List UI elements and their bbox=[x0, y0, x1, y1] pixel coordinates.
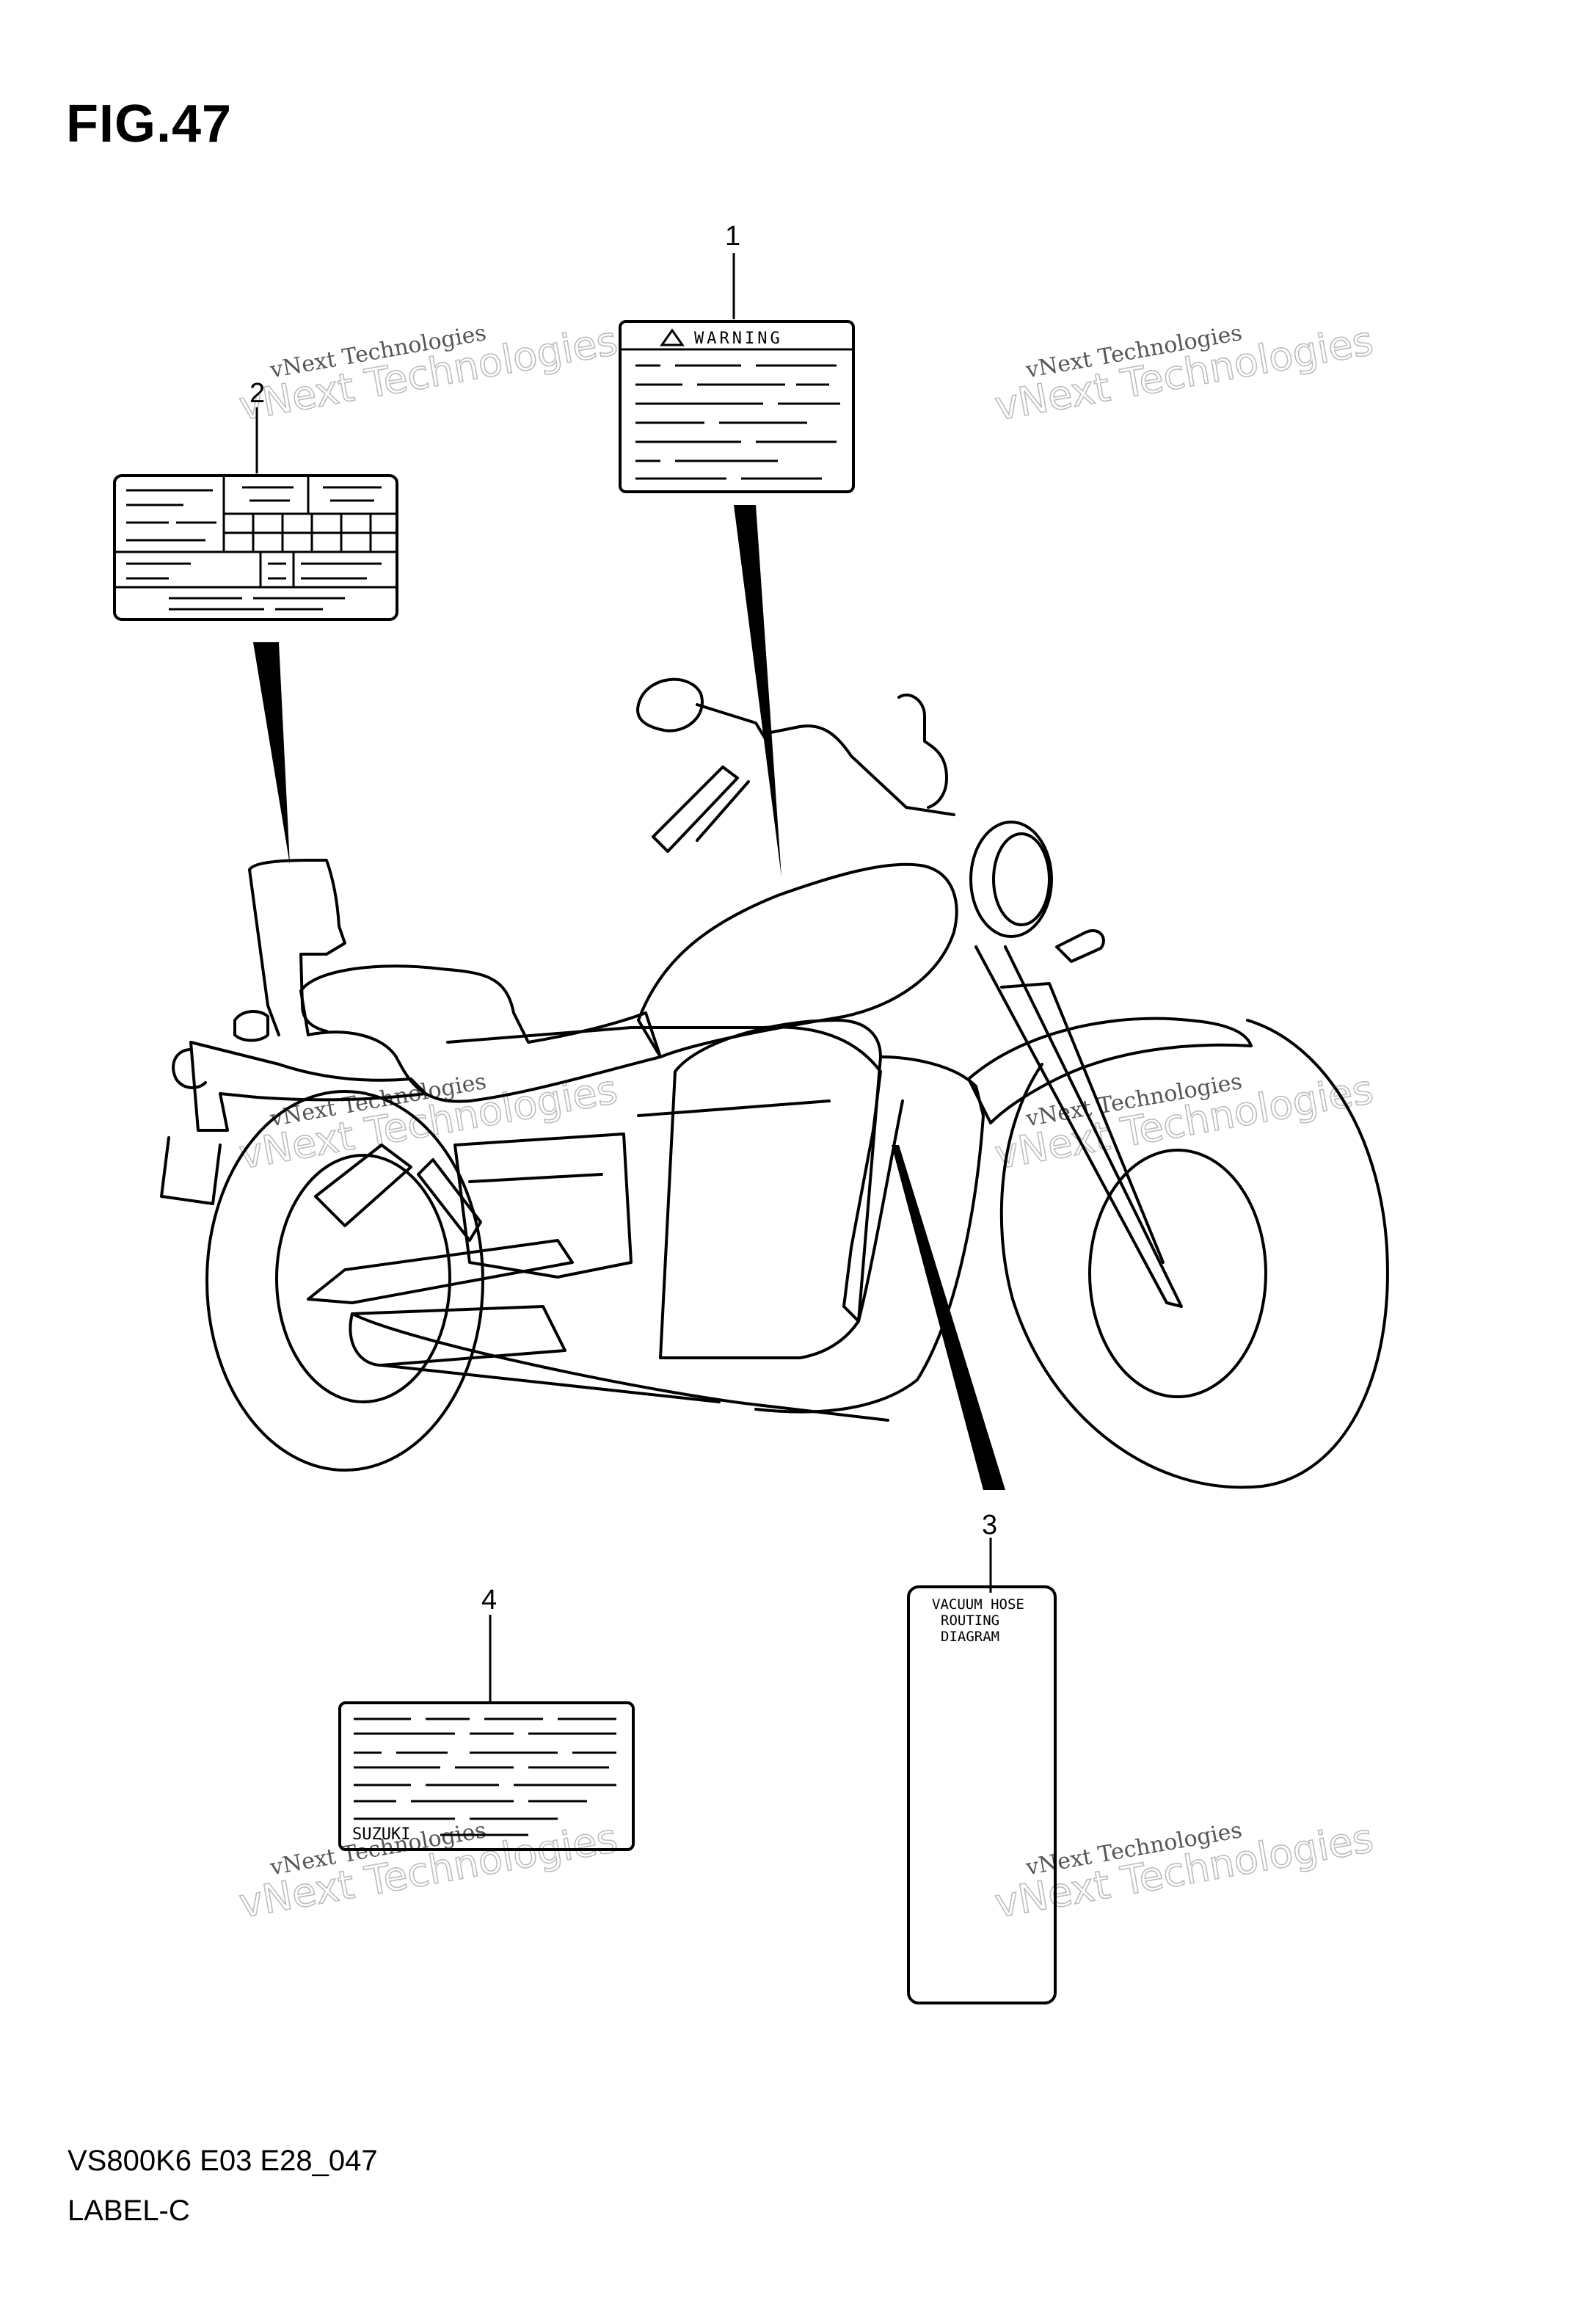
front-fork bbox=[974, 945, 1183, 1308]
handlebar-grip bbox=[652, 766, 739, 853]
headlight bbox=[969, 821, 1053, 938]
mirror bbox=[636, 677, 704, 733]
leader-lines bbox=[253, 253, 1005, 1703]
callout-4: 4 bbox=[481, 1585, 497, 1615]
figure-code: VS800K6 E03 E28_047 bbox=[68, 2145, 378, 2177]
callout-1: 1 bbox=[725, 221, 740, 252]
seat bbox=[299, 964, 662, 1103]
callout-3: 3 bbox=[982, 1510, 997, 1541]
handlebar bbox=[762, 724, 955, 816]
watermark-mid-left: vNext Technologies vNext Technologies bbox=[235, 1066, 621, 1179]
front-rim bbox=[1088, 1149, 1267, 1398]
leader-label-3 bbox=[892, 1145, 1005, 1490]
brand-mark: SUZUKI bbox=[352, 1825, 410, 1844]
label-2-info-table bbox=[113, 474, 398, 621]
figure-title: FIG.47 bbox=[66, 95, 233, 153]
vacuum-hose-line-1: VACUUM HOSE bbox=[932, 1596, 1024, 1613]
sissy-bar bbox=[248, 859, 346, 1033]
leader-label-1 bbox=[734, 505, 781, 877]
engine bbox=[453, 1133, 633, 1279]
front-tire bbox=[999, 1019, 1389, 1489]
leader-label-2 bbox=[253, 642, 290, 865]
figure-name: LABEL-C bbox=[68, 2195, 190, 2227]
warning-heading: WARNING bbox=[694, 330, 783, 348]
callout-2: 2 bbox=[249, 378, 265, 409]
vacuum-hose-line-3: DIAGRAM bbox=[941, 1629, 999, 1645]
rear-turn-signal bbox=[233, 1010, 269, 1042]
watermark-bottom-left: vNext Technologies vNext Technologies bbox=[235, 1814, 621, 1927]
side-cover bbox=[659, 1019, 882, 1359]
front-fender bbox=[967, 1017, 1253, 1124]
rear-fender bbox=[189, 1041, 427, 1132]
motorcycle-outline bbox=[160, 677, 1389, 1489]
watermark-top-left: vNext Technologies vNext Technologies bbox=[235, 317, 621, 430]
rear-rim bbox=[275, 1154, 451, 1403]
vacuum-hose-line-2: ROUTING bbox=[941, 1613, 999, 1629]
label-3-vacuum-hose: VACUUM HOSE ROUTING DIAGRAM bbox=[907, 1585, 1057, 2004]
warning-triangle-icon bbox=[660, 328, 685, 346]
turn-signal bbox=[1055, 929, 1105, 963]
tail-light bbox=[172, 1048, 207, 1089]
exhaust-pipe bbox=[349, 1305, 566, 1367]
swing-arm bbox=[307, 1239, 574, 1304]
rear-tire bbox=[205, 1090, 484, 1472]
watermark-bottom-right: vNext Technologies vNext Technologies bbox=[991, 1814, 1377, 1927]
label-4-brand-label: SUZUKI bbox=[338, 1701, 635, 1851]
watermark-top-right: vNext Technologies vNext Technologies bbox=[991, 317, 1377, 430]
label-1-warning: WARNING bbox=[619, 320, 855, 493]
frame-cradle bbox=[754, 1055, 985, 1414]
